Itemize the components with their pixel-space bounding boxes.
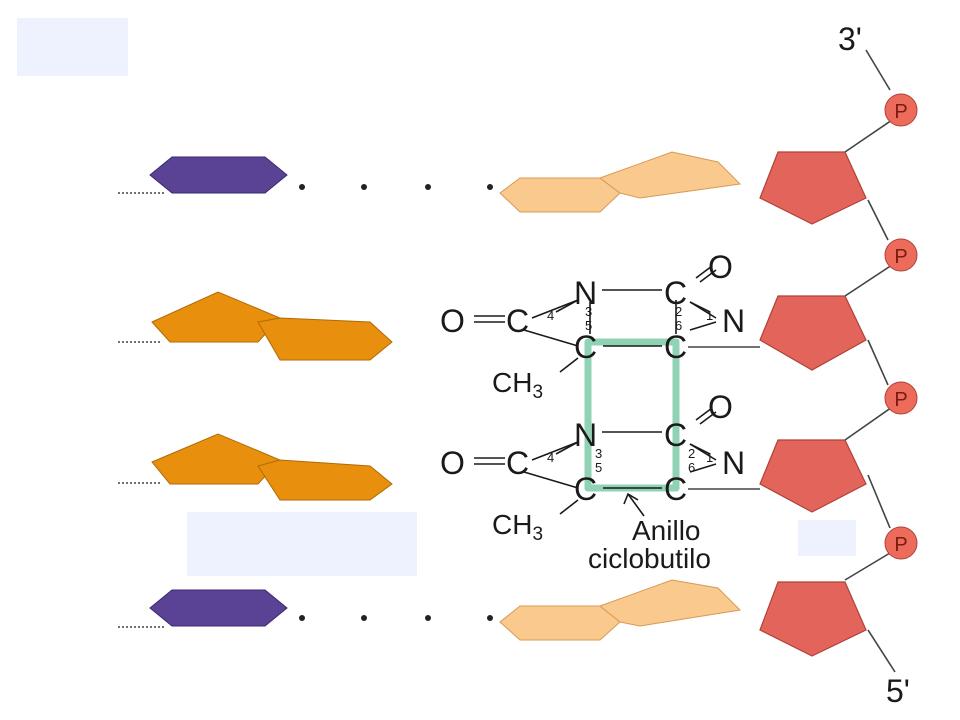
orange-purine-lower: [151, 433, 393, 501]
methyl-lower: CH3: [492, 509, 543, 545]
num-upper-6: 6: [675, 318, 682, 333]
atom-C-lower-4: C: [506, 445, 529, 481]
strand-label-5prime: 5': [886, 673, 910, 709]
num-lower-3: 3: [595, 446, 602, 461]
atom-C-lower-2: C: [664, 417, 687, 453]
blank-box-bottom-right: [798, 520, 856, 556]
atom-C-upper-2: C: [664, 275, 687, 311]
sugar-pentagon-1: [759, 151, 867, 225]
num-upper-5: 5: [585, 318, 592, 333]
annotation-line1: Anillo: [632, 515, 700, 546]
light-purine-top: [499, 151, 742, 213]
atom-C-upper-5: C: [574, 329, 597, 365]
hydrogen-bond-dots: [299, 184, 493, 621]
phosphate-label-4: P: [894, 534, 907, 556]
dimer-bonds: [474, 265, 717, 517]
light-purine-bottom: [499, 579, 742, 641]
atom-N-lower-3: N: [574, 417, 597, 453]
atom-O-upper-4: O: [440, 303, 465, 339]
sugar-group: [759, 151, 867, 657]
strand-label-3prime: 3': [838, 21, 862, 57]
sugar-phosphate-backbone: [118, 49, 896, 673]
phosphate-circle-3: [884, 381, 918, 415]
orange-purine-upper: [151, 291, 393, 361]
annotation-line2: ciclobutilo: [588, 543, 711, 574]
num-lower-4: 4: [547, 450, 554, 465]
atom-N-upper-1: N: [722, 303, 745, 339]
num-upper-3: 3: [585, 304, 592, 319]
atom-C-upper-4: C: [506, 303, 529, 339]
methyl-upper: CH3: [492, 367, 543, 403]
ring-numbers: 4 3 5 2 6 1 4 3 5 2 6 1: [547, 304, 713, 475]
phosphate-label-1: P: [894, 101, 907, 123]
atom-N-upper-3: N: [574, 275, 597, 311]
phosphate-group: P P P P: [884, 93, 918, 560]
atom-C-lower-6: C: [664, 471, 687, 507]
atom-C-lower-5: C: [574, 471, 597, 507]
blank-box-bottom-left: [187, 512, 417, 576]
atom-N-lower-1: N: [722, 445, 745, 481]
atom-O-lower-2: O: [708, 389, 733, 425]
num-lower-5: 5: [595, 460, 602, 475]
purple-base-top: [149, 156, 288, 194]
num-upper-1: 1: [706, 308, 713, 323]
phosphate-label-2: P: [894, 246, 907, 268]
dimer-atoms: N C O N O C C C N C O N O C C C CH3 CH3: [440, 249, 745, 545]
num-lower-6: 6: [688, 460, 695, 475]
blank-box-top-left: [17, 18, 128, 76]
atom-O-lower-4: O: [440, 445, 465, 481]
num-upper-2: 2: [675, 304, 682, 319]
atom-O-upper-2: O: [708, 249, 733, 285]
phosphate-circle-1: [884, 93, 918, 127]
phosphate-circle-2: [884, 238, 918, 272]
purple-base-bottom: [149, 589, 288, 627]
phosphate-circle-4: [884, 526, 918, 560]
sugar-pentagon-3: [759, 439, 867, 513]
atom-C-upper-6: C: [664, 329, 687, 365]
sugar-pentagon-2: [759, 295, 867, 371]
num-lower-1: 1: [706, 450, 713, 465]
sugar-pentagon-4: [759, 581, 867, 657]
phosphate-label-3: P: [894, 389, 907, 411]
num-upper-4: 4: [547, 308, 554, 323]
num-lower-2: 2: [688, 446, 695, 461]
